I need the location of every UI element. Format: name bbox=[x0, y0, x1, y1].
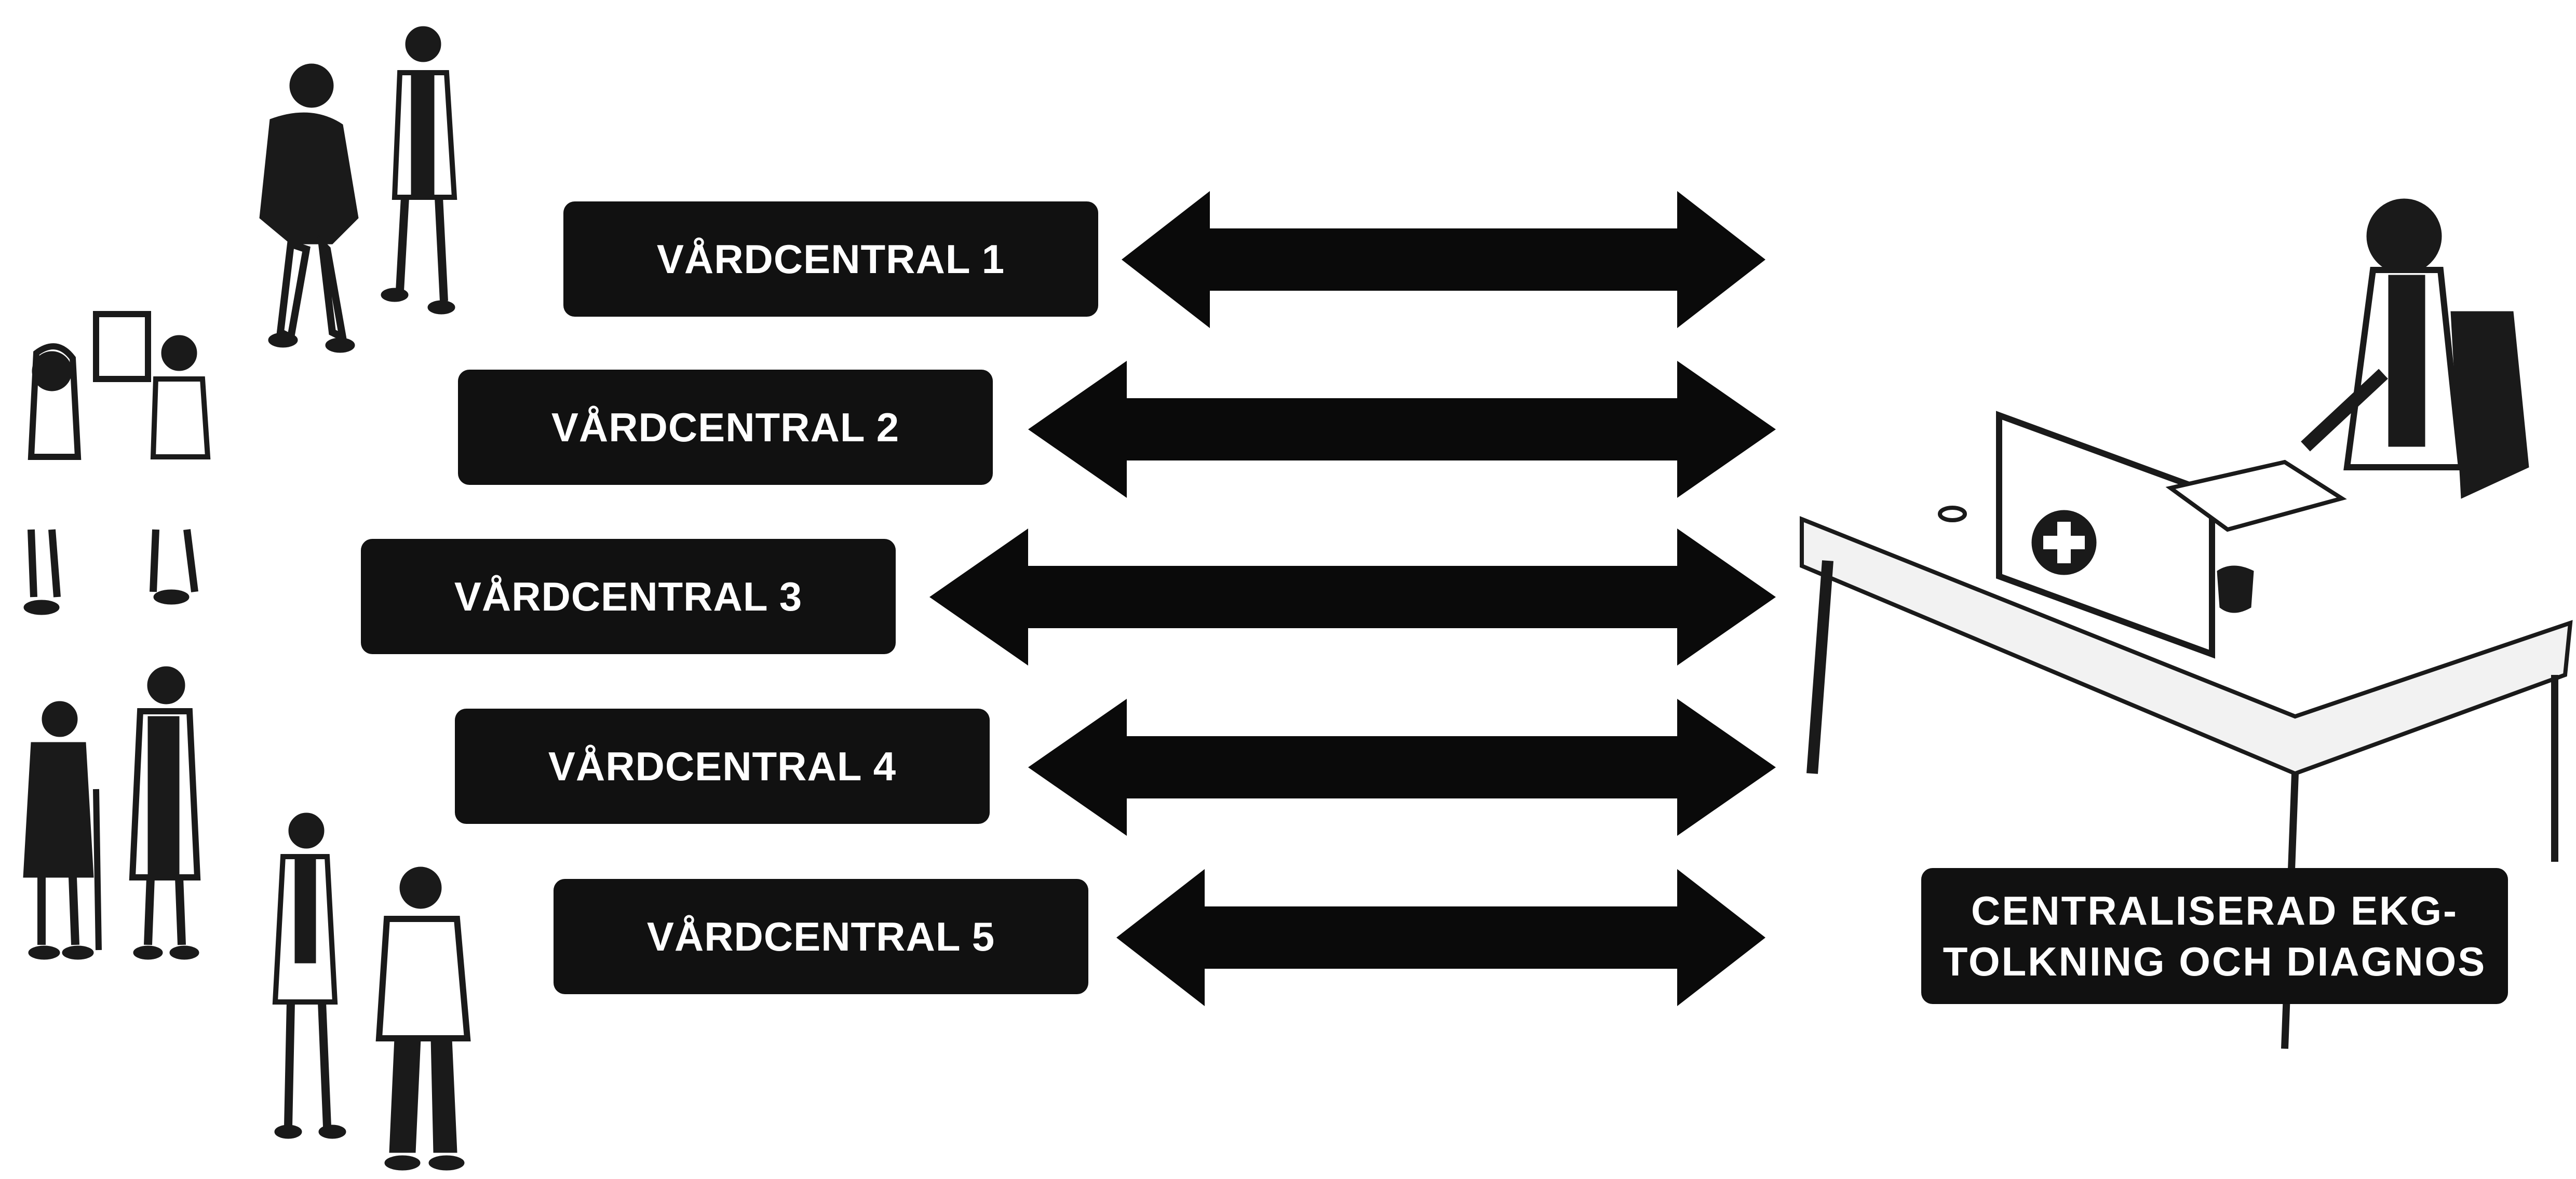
bidirectional-arrow-icon-2 bbox=[1028, 361, 1776, 498]
bidirectional-arrow-icon-3 bbox=[929, 528, 1776, 666]
center-label: VÅRDCENTRAL 2 bbox=[551, 404, 900, 450]
bidirectional-arrow-icon-1 bbox=[1122, 191, 1765, 328]
center-box-3: VÅRDCENTRAL 3 bbox=[361, 539, 896, 654]
person-icon bbox=[129, 666, 201, 960]
hub-line-2: TOLKNING OCH DIAGNOS bbox=[1943, 939, 2487, 984]
center-label: VÅRDCENTRAL 5 bbox=[646, 913, 995, 959]
center-label: VÅRDCENTRAL 3 bbox=[454, 573, 803, 619]
medical-cross-icon bbox=[2031, 510, 2097, 575]
doctor-at-desk-illustration bbox=[1800, 198, 2573, 1049]
person-icon bbox=[23, 701, 102, 960]
bidirectional-arrow-icon-4 bbox=[1028, 699, 1776, 836]
person-icon bbox=[375, 866, 471, 1171]
center-label: VÅRDCENTRAL 1 bbox=[656, 236, 1005, 282]
center-box-2: VÅRDCENTRAL 2 bbox=[458, 370, 993, 485]
center-box-1: VÅRDCENTRAL 1 bbox=[563, 201, 1098, 317]
center-box-4: VÅRDCENTRAL 4 bbox=[455, 709, 990, 824]
patients-illustration bbox=[23, 26, 471, 1171]
center-label: VÅRDCENTRAL 4 bbox=[548, 743, 897, 789]
center-box-5: VÅRDCENTRAL 5 bbox=[554, 879, 1088, 994]
person-icon bbox=[23, 311, 211, 615]
person-icon bbox=[272, 812, 346, 1139]
bidirectional-arrow-icon-5 bbox=[1116, 869, 1765, 1006]
person-icon bbox=[259, 63, 359, 353]
hub-box: CENTRALISERAD EKG- TOLKNING OCH DIAGNOS bbox=[1921, 868, 2508, 1004]
person-icon bbox=[381, 26, 457, 315]
hub-line-1: CENTRALISERAD EKG- bbox=[1971, 888, 2458, 933]
